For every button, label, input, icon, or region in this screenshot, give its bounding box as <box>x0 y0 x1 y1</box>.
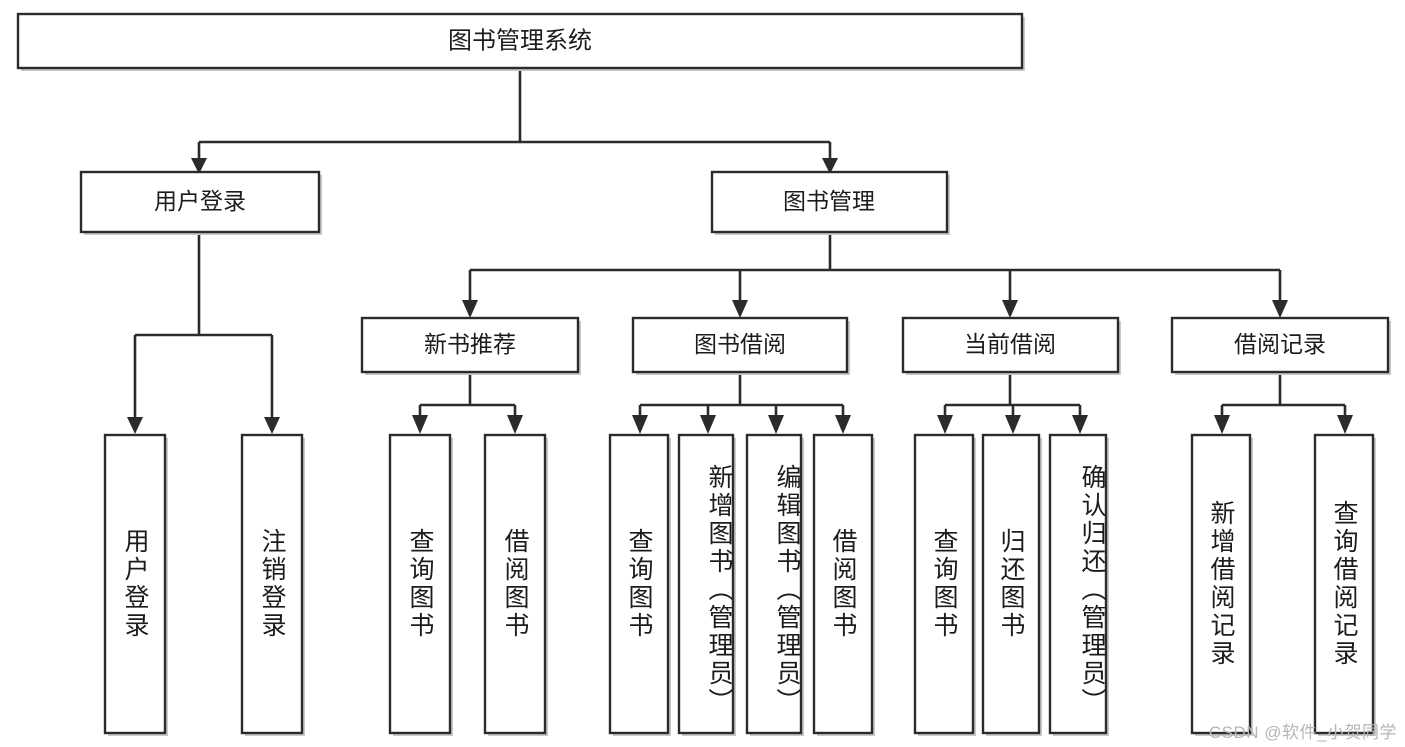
leaf-query-record-box[interactable] <box>1313 433 1375 735</box>
node-borrow-record[interactable]: 借阅记录 <box>1170 316 1391 375</box>
arrow-head-leaf-query-book-rec <box>412 415 428 434</box>
node-user-login[interactable]: 用户登录 <box>79 170 322 235</box>
node-new-book-recommend-box[interactable] <box>360 316 580 374</box>
leaf-node-layer <box>103 433 1376 736</box>
arrow-head-borrow-record <box>1272 300 1288 318</box>
arrow-head-leaf-edit-book <box>768 415 784 434</box>
node-borrow-record-label: 借阅记录 <box>1234 331 1326 357</box>
leaf-confirm-return-box[interactable] <box>1048 433 1108 735</box>
node-user-login-box[interactable] <box>79 170 321 234</box>
arrow-head-new-book-recommend <box>462 300 478 318</box>
node-book-management-label: 图书管理 <box>783 188 875 214</box>
arrow-head-leaf-confirm-return <box>1072 415 1088 434</box>
node-root-box[interactable] <box>16 12 1024 70</box>
arrow-head-leaf-borrow-book <box>835 415 851 434</box>
node-current-borrow-label: 当前借阅 <box>964 331 1056 357</box>
csdn-watermark: CSDN @软件_小贺同学 <box>1208 723 1397 742</box>
node-book-borrow[interactable]: 图书借阅 <box>631 316 850 375</box>
arrow-head-book-management <box>822 158 838 174</box>
arrow-head-leaf-user-login <box>127 417 143 434</box>
arrow-head-leaf-logout <box>264 417 280 434</box>
node-book-management[interactable]: 图书管理 <box>710 170 950 235</box>
node-book-management-box[interactable] <box>710 170 949 234</box>
node-book-borrow-label: 图书借阅 <box>694 331 786 357</box>
leaf-query-book-borrow-box[interactable] <box>608 433 670 735</box>
leaf-query-book-cur-box[interactable] <box>913 433 975 735</box>
leaf-borrow-book-box[interactable] <box>812 433 874 735</box>
arrow-head-leaf-query-book-borrow <box>632 415 648 434</box>
node-new-book-recommend[interactable]: 新书推荐 <box>360 316 581 375</box>
arrow-head-leaf-add-book <box>700 415 716 434</box>
node-root-label: 图书管理系统 <box>448 27 592 54</box>
node-book-borrow-box[interactable] <box>631 316 849 374</box>
arrow-head-book-borrow <box>732 300 748 318</box>
arrow-head-leaf-add-record <box>1214 415 1230 434</box>
node-root[interactable]: 图书管理系统 <box>16 12 1025 71</box>
arrow-head-current-borrow <box>1002 300 1018 318</box>
arrow-head-user-login <box>191 158 207 174</box>
leaf-edit-book-box[interactable] <box>745 433 803 735</box>
node-borrow-record-box[interactable] <box>1170 316 1390 374</box>
node-current-borrow-box[interactable] <box>901 316 1120 374</box>
node-current-borrow[interactable]: 当前借阅 <box>901 316 1121 375</box>
leaf-add-book-box[interactable] <box>677 433 735 735</box>
leaf-query-book-rec-box[interactable] <box>388 433 452 735</box>
leaf-add-record-box[interactable] <box>1190 433 1252 735</box>
leaf-return-book-box[interactable] <box>981 433 1041 735</box>
leaf-logout-box[interactable] <box>240 433 304 735</box>
node-user-login-label: 用户登录 <box>154 188 246 214</box>
connector-layer <box>127 68 1353 434</box>
arrow-head-leaf-borrow-book-rec <box>507 415 523 434</box>
leaf-borrow-book-rec-box[interactable] <box>483 433 547 735</box>
arrow-head-leaf-query-record <box>1337 415 1353 434</box>
node-new-book-recommend-label: 新书推荐 <box>424 331 516 357</box>
leaf-user-login-box[interactable] <box>103 433 167 735</box>
arrow-head-leaf-return-book <box>1005 415 1021 434</box>
arrow-head-leaf-query-book-cur <box>937 415 953 434</box>
